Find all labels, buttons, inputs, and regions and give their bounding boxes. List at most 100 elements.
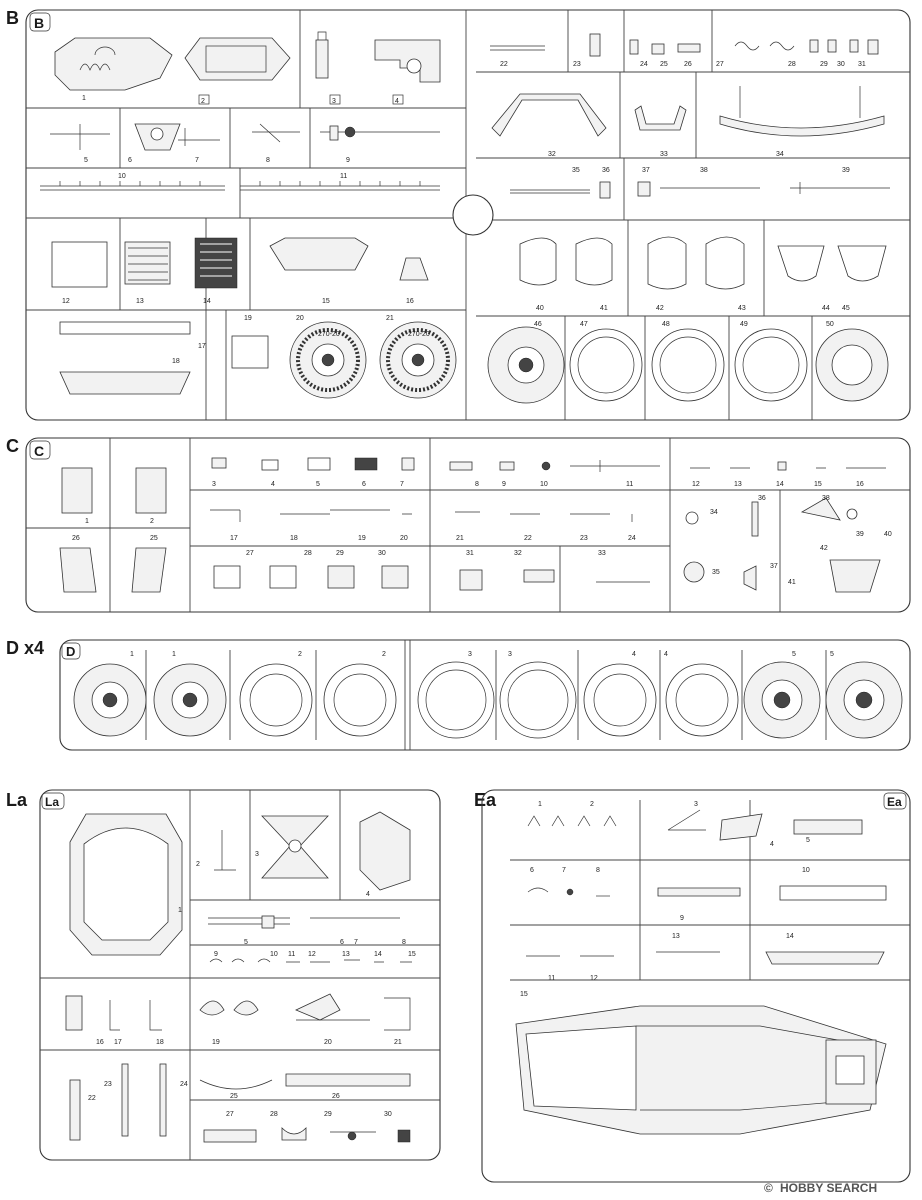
svg-text:25: 25 — [150, 535, 158, 542]
sprue-b-center-hub — [452, 194, 494, 236]
hobby-search-watermark: © HOBBY SEARCH — [764, 1181, 877, 1195]
svg-text:La: La — [45, 795, 59, 809]
svg-text:6: 6 — [340, 939, 344, 946]
svg-text:14: 14 — [786, 933, 794, 940]
svg-text:3: 3 — [468, 651, 472, 658]
svg-text:33: 33 — [660, 151, 668, 158]
parts-b32-34: 32 33 34 — [491, 86, 885, 158]
svg-text:2: 2 — [382, 651, 386, 658]
svg-text:31: 31 — [466, 550, 474, 557]
svg-text:B: B — [34, 15, 44, 31]
svg-text:16: 16 — [96, 1039, 104, 1046]
svg-text:40: 40 — [884, 531, 892, 538]
svg-text:34: 34 — [710, 509, 718, 516]
svg-text:17: 17 — [230, 535, 238, 542]
svg-text:HOBBY SEARCH: HOBBY SEARCH — [780, 1181, 877, 1195]
svg-text:42: 42 — [820, 545, 828, 552]
svg-text:3: 3 — [212, 481, 216, 488]
svg-text:1: 1 — [130, 651, 134, 658]
svg-text:4: 4 — [395, 98, 399, 105]
wheel-b21: 270-20 21 — [379, 315, 457, 399]
svg-text:25: 25 — [230, 1093, 238, 1100]
sprue-c-badge: C — [29, 440, 51, 460]
svg-text:15: 15 — [322, 298, 330, 305]
svg-text:47: 47 — [580, 321, 588, 328]
svg-text:5: 5 — [830, 651, 834, 658]
svg-text:15: 15 — [814, 481, 822, 488]
svg-text:34: 34 — [776, 151, 784, 158]
svg-text:20: 20 — [400, 535, 408, 542]
svg-text:21: 21 — [394, 1039, 402, 1046]
svg-text:27: 27 — [226, 1111, 234, 1118]
svg-text:41: 41 — [788, 579, 796, 586]
svg-text:12: 12 — [308, 951, 316, 958]
svg-text:23: 23 — [104, 1081, 112, 1088]
svg-text:1: 1 — [538, 801, 542, 808]
sprue-la-frame — [39, 789, 441, 1161]
svg-text:14: 14 — [374, 951, 382, 958]
svg-text:5: 5 — [84, 157, 88, 164]
svg-text:8: 8 — [266, 157, 270, 164]
sprue-c-frame — [25, 437, 911, 613]
svg-text:23: 23 — [580, 535, 588, 542]
svg-text:19: 19 — [358, 535, 366, 542]
svg-text:44: 44 — [822, 305, 830, 312]
svg-text:39: 39 — [856, 531, 864, 538]
sprue-d-badge: D — [61, 642, 81, 660]
svg-text:35: 35 — [712, 569, 720, 576]
sprue-ea-badge: Ea — [883, 792, 907, 810]
svg-text:1: 1 — [178, 907, 182, 914]
svg-text:30: 30 — [384, 1111, 392, 1118]
svg-text:28: 28 — [270, 1111, 278, 1118]
svg-text:3: 3 — [694, 801, 698, 808]
svg-text:18: 18 — [290, 535, 298, 542]
svg-text:36: 36 — [758, 495, 766, 502]
svg-text:4: 4 — [366, 891, 370, 898]
svg-text:12: 12 — [590, 975, 598, 982]
svg-text:18: 18 — [172, 358, 180, 365]
svg-text:30: 30 — [378, 550, 386, 557]
svg-text:14: 14 — [203, 298, 211, 305]
svg-text:10: 10 — [802, 867, 810, 874]
svg-text:6: 6 — [530, 867, 534, 874]
svg-text:45: 45 — [842, 305, 850, 312]
svg-text:32: 32 — [548, 151, 556, 158]
svg-text:14: 14 — [776, 481, 784, 488]
svg-text:9: 9 — [502, 481, 506, 488]
svg-text:41: 41 — [600, 305, 608, 312]
svg-text:31: 31 — [858, 61, 866, 68]
svg-text:37: 37 — [770, 563, 778, 570]
svg-text:49: 49 — [740, 321, 748, 328]
svg-text:27: 27 — [716, 61, 724, 68]
sprue-la-badge: La — [41, 792, 65, 810]
svg-text:4: 4 — [632, 651, 636, 658]
svg-text:5: 5 — [806, 837, 810, 844]
svg-text:24: 24 — [640, 61, 648, 68]
svg-text:3: 3 — [508, 651, 512, 658]
svg-text:4: 4 — [770, 841, 774, 848]
svg-text:16: 16 — [406, 298, 414, 305]
svg-text:20: 20 — [324, 1039, 332, 1046]
svg-text:9: 9 — [346, 157, 350, 164]
svg-text:13: 13 — [672, 933, 680, 940]
svg-text:1: 1 — [82, 95, 86, 102]
sprue-b-frame — [25, 9, 911, 421]
svg-text:37: 37 — [642, 167, 650, 174]
svg-text:1: 1 — [172, 651, 176, 658]
svg-text:4: 4 — [664, 651, 668, 658]
sprue-ea-label: Ea — [474, 790, 497, 810]
svg-text:Ea: Ea — [887, 795, 902, 809]
svg-text:D: D — [66, 644, 75, 659]
sprue-ea-frame — [481, 789, 911, 1183]
svg-text:40: 40 — [536, 305, 544, 312]
svg-text:3: 3 — [332, 98, 336, 105]
svg-text:29: 29 — [820, 61, 828, 68]
